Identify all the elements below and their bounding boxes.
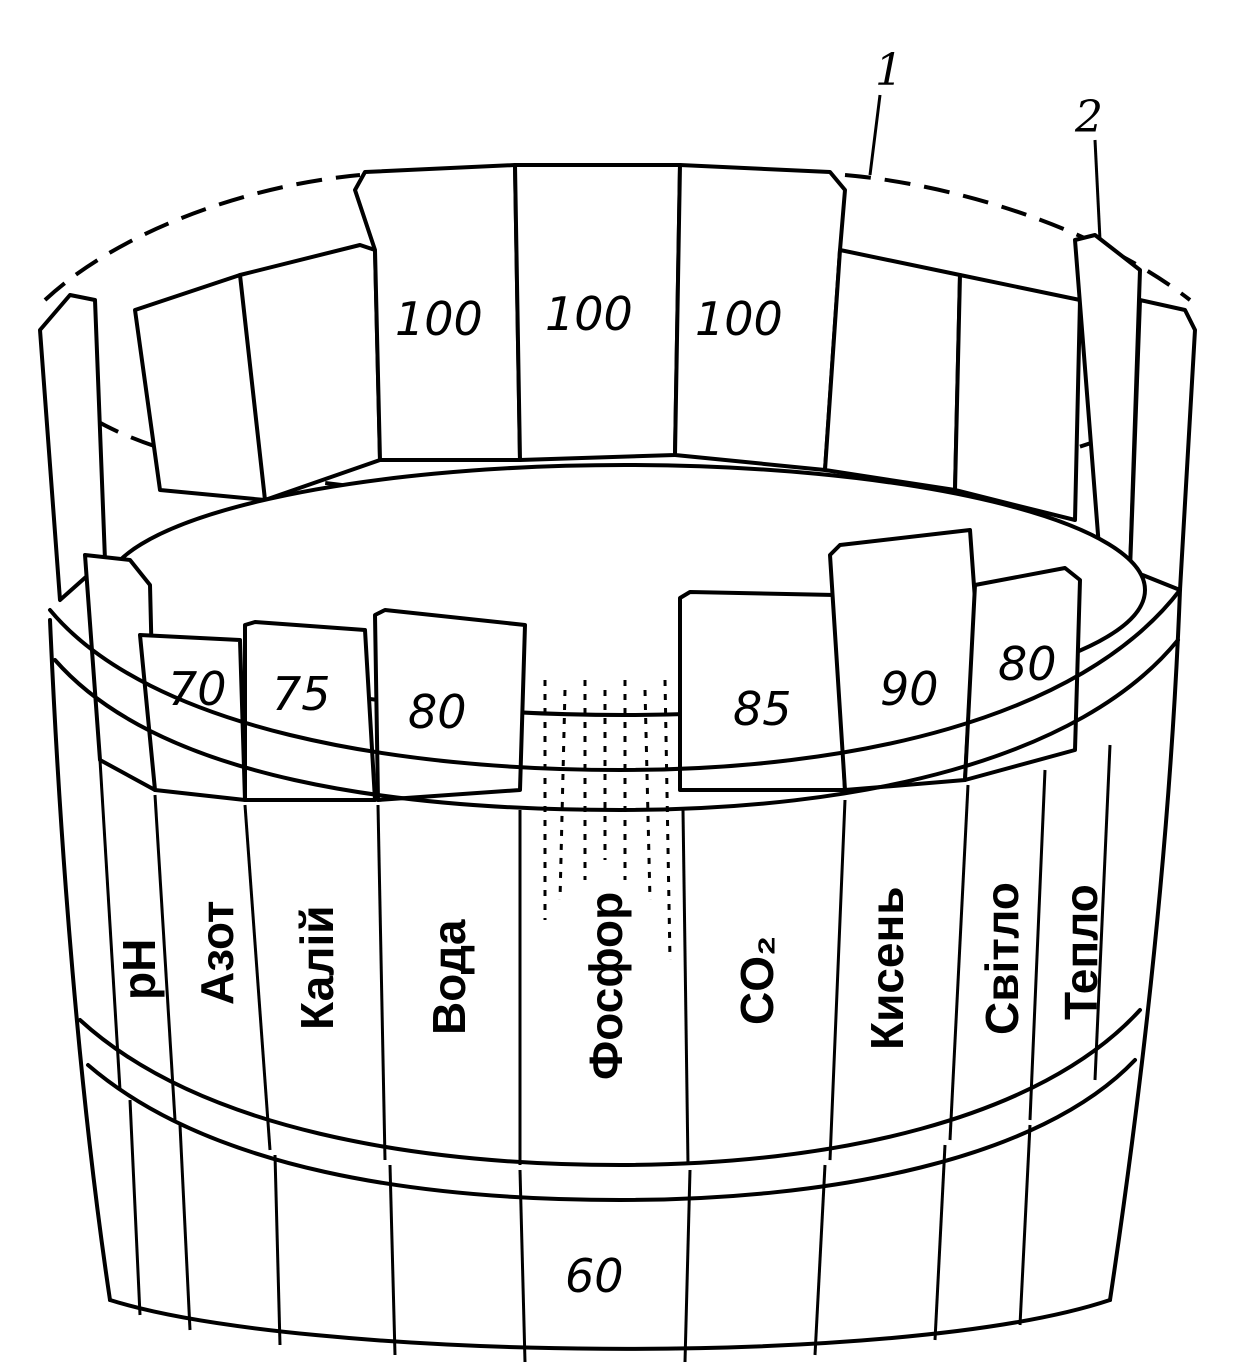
label-azot: Азот <box>191 901 243 1005</box>
stave-value-kysen: 90 <box>880 662 939 716</box>
front-staves <box>83 528 1082 802</box>
stave-lines <box>98 744 1112 1363</box>
lower-hoop <box>78 1008 1142 1202</box>
barrel-right-side <box>1108 588 1182 1302</box>
stave-value-ph: 70 <box>168 662 227 716</box>
bottom-value: 60 <box>565 1249 624 1303</box>
label-kaliy: Калій <box>291 905 343 1030</box>
label-ph: pH <box>113 939 165 1000</box>
label-co2: CO₂ <box>731 936 783 1025</box>
stave-value-kaliy: 80 <box>408 685 467 739</box>
leak-stream <box>543 679 672 961</box>
label-fosfor: Фосфор <box>580 892 632 1080</box>
barrel-bottom-edge <box>108 1298 1112 1351</box>
max-level-dashed-line <box>43 173 1192 302</box>
label-voda: Вода <box>423 919 475 1035</box>
back-stave-value: 100 <box>545 287 633 341</box>
upper-hoop <box>48 588 1182 812</box>
label-teplo: Тепло <box>1055 884 1107 1020</box>
back-stave-value: 100 <box>395 292 483 346</box>
label-kysen: Кисень <box>861 886 913 1050</box>
callout-line-2 <box>1093 139 1102 241</box>
stave-value-co2: 85 <box>733 682 792 736</box>
stave-value-azot: 75 <box>272 667 331 721</box>
barrel-left-side <box>48 618 112 1302</box>
callout-2: 2 <box>1074 92 1103 143</box>
factor-labels: pH Азот Калій Вода Фосфор CO₂ Кисень Сві… <box>113 882 1107 1080</box>
label-svitlo: Світло <box>976 882 1028 1035</box>
callout-1: 1 <box>875 45 903 96</box>
callout-line-1 <box>868 94 882 176</box>
stave-value-svitlo: 80 <box>998 637 1057 691</box>
back-staves <box>38 163 1197 602</box>
back-stave-value: 100 <box>695 292 783 346</box>
